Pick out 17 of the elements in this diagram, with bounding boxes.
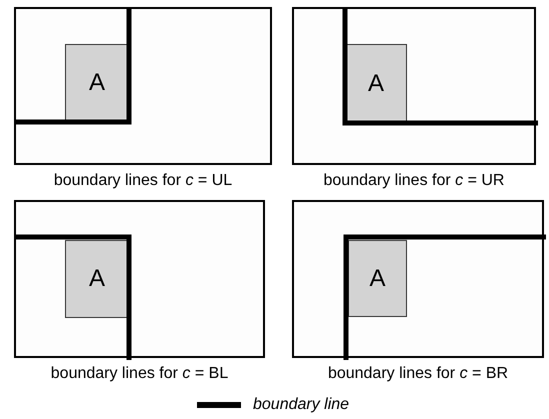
region-box <box>65 240 129 318</box>
region-label: A <box>368 72 384 96</box>
panel-frame <box>292 200 544 358</box>
legend-label: boundary line <box>253 395 350 415</box>
region-label: A <box>369 266 386 290</box>
region-box <box>345 44 407 123</box>
region-label: A <box>88 267 105 291</box>
panel-frame <box>14 7 272 165</box>
region-box <box>65 44 129 122</box>
panel-caption: boundary lines for c = BR <box>328 364 508 384</box>
panel-frame <box>14 200 265 358</box>
panel-caption: boundary lines for c = UL <box>54 171 232 191</box>
panel-frame <box>292 7 536 165</box>
region-box <box>348 240 407 317</box>
region-label: A <box>88 71 105 95</box>
panel-caption: boundary lines for c = UR <box>324 171 504 191</box>
panel-caption: boundary lines for c = BL <box>50 364 228 384</box>
